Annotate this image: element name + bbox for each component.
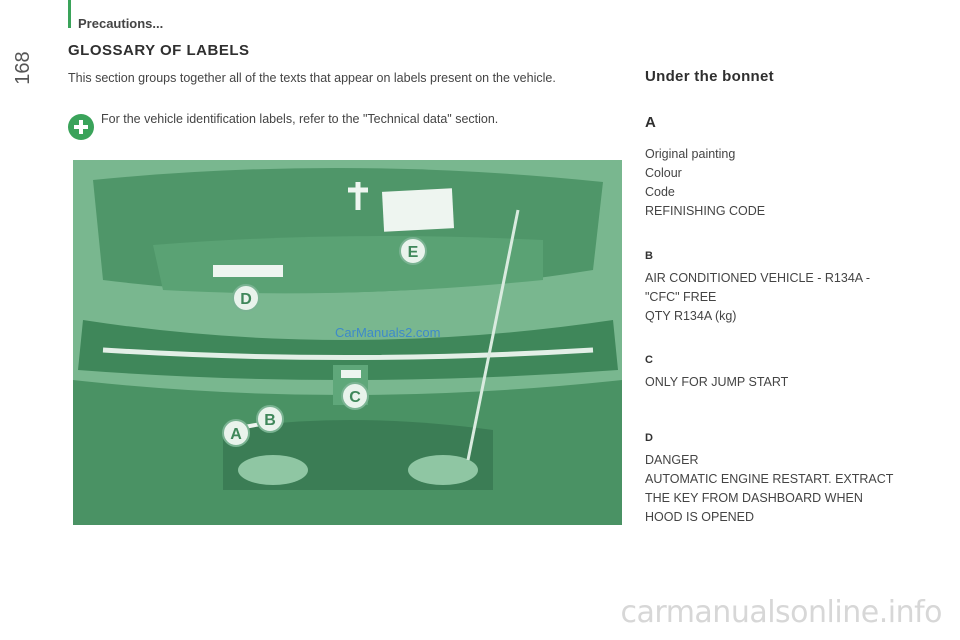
label-line: AIR CONDITIONED VEHICLE - R134A - xyxy=(645,271,871,285)
svg-text:E: E xyxy=(408,244,419,261)
label-line: REFINISHING CODE xyxy=(645,204,766,218)
label-line: THE KEY FROM DASHBOARD WHEN xyxy=(645,491,863,505)
label-line: DANGER xyxy=(645,453,699,467)
marker-A: A xyxy=(222,419,250,447)
label-letter: C xyxy=(645,354,653,366)
photo-watermark: CarManuals2.com xyxy=(335,325,441,340)
marker-C: C xyxy=(341,382,369,410)
glossary-title: Under the bonnet xyxy=(645,68,774,85)
label-entry-A: A Original painting Colour Code REFINISH… xyxy=(645,114,935,222)
section-bar xyxy=(68,0,71,28)
label-line: ONLY FOR JUMP START xyxy=(645,375,789,389)
footer-watermark: carmanualsonline.info xyxy=(620,595,943,630)
plus-circle-icon xyxy=(68,114,94,140)
page-number: 168 xyxy=(12,51,34,85)
svg-text:A: A xyxy=(230,426,242,443)
label-letter: D xyxy=(645,432,653,444)
label-line: Code xyxy=(645,185,675,199)
engine-bay-photo: E D C A B xyxy=(73,160,622,525)
marker-E: E xyxy=(399,237,427,265)
label-glossary: Under the bonnet A Original painting Col… xyxy=(645,68,935,524)
marker-B: B xyxy=(256,405,284,433)
note-text: For the vehicle identification labels, r… xyxy=(101,112,499,126)
svg-text:D: D xyxy=(240,291,252,308)
section-title: Precautions... xyxy=(78,16,164,31)
label-letter: B xyxy=(645,250,653,262)
svg-text:B: B xyxy=(264,412,276,429)
label-line: Original painting xyxy=(645,147,736,161)
marker-D: D xyxy=(232,284,260,312)
label-line: QTY R134A (kg) xyxy=(645,309,737,323)
label-entry-C: C ONLY FOR JUMP START xyxy=(645,354,935,393)
svg-text:C: C xyxy=(349,389,361,406)
label-line: "CFC" FREE xyxy=(645,290,717,304)
label-entry-D: D DANGER AUTOMATIC ENGINE RESTART. EXTRA… xyxy=(645,432,935,528)
label-line: AUTOMATIC ENGINE RESTART. EXTRACT xyxy=(645,472,894,486)
label-line: Colour xyxy=(645,166,682,180)
page-heading: GLOSSARY OF LABELS xyxy=(68,42,250,59)
label-line: HOOD IS OPENED xyxy=(645,510,755,524)
intro-text: This section groups together all of the … xyxy=(68,71,556,85)
label-entry-B: B AIR CONDITIONED VEHICLE - R134A - "CFC… xyxy=(645,250,935,327)
label-letter: A xyxy=(645,114,656,131)
engine-bay-illustration: E D C A B xyxy=(73,160,622,525)
